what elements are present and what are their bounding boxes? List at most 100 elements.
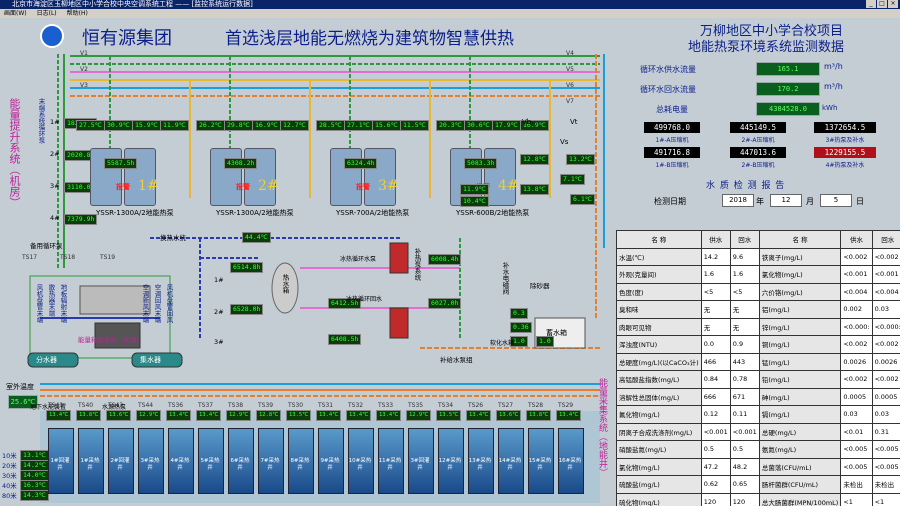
left-pump-2[interactable]: 2# <box>50 150 60 158</box>
param-value-cell: 120 <box>729 492 760 506</box>
unit-cond-sensor: 5083.3h <box>464 158 498 169</box>
compressor-icon <box>364 148 396 206</box>
well-temp: 13.4℃ <box>376 410 402 421</box>
well-icon[interactable] <box>468 428 494 494</box>
left-pump-3[interactable]: 3# <box>50 182 60 190</box>
well-ts-tag: TS44 <box>138 402 154 409</box>
vt-label: Vt <box>570 118 578 126</box>
menu-item-log[interactable]: 日志(L) <box>36 10 57 17</box>
well-icon[interactable] <box>288 428 314 494</box>
unit-temp-sensor: 11.5℃ <box>400 120 429 131</box>
well-icon[interactable] <box>78 428 104 494</box>
report-title: 水 质 检 测 报 告 <box>706 181 786 191</box>
close-icon[interactable]: × <box>888 0 898 8</box>
supply-flow-unit: m³/h <box>824 62 843 71</box>
menu-item-help[interactable]: 帮助(H) <box>66 10 88 17</box>
valve-v2: V2 <box>80 66 88 73</box>
well-icon[interactable] <box>138 428 164 494</box>
well-icon[interactable] <box>558 428 584 494</box>
well-icon[interactable] <box>168 428 194 494</box>
valve-v6: V6 <box>566 82 574 89</box>
minimize-icon[interactable]: _ <box>866 0 876 8</box>
left-pump-1[interactable]: 1# <box>50 118 60 126</box>
well-icon[interactable] <box>408 428 434 494</box>
well-temp: 12.9℃ <box>226 410 252 421</box>
depth-label: 10米 <box>2 452 17 460</box>
supply-pump-label: 补给水泵组 <box>440 356 473 364</box>
unit-temp-sensor: 15.6℃ <box>372 120 401 131</box>
unit-temp-sensor: 12.7℃ <box>280 120 309 131</box>
well-temp: 13.4℃ <box>556 410 582 421</box>
well-icon[interactable] <box>378 428 404 494</box>
left-pump-4[interactable]: 4# <box>50 214 60 222</box>
sand-label: 除砂器 <box>530 282 550 290</box>
param-value-cell: 0.84 <box>700 370 731 389</box>
well-icon[interactable] <box>438 428 464 494</box>
param-name-cell: 硫化物(mg/L) <box>616 492 702 506</box>
well-icon[interactable] <box>48 428 74 494</box>
return-flow-label: 循环水回水流量 <box>640 85 696 94</box>
well-label: 10#采热井 <box>348 458 372 471</box>
well-label: 3#采热井 <box>140 458 160 471</box>
col-return-1: 回水 <box>729 230 760 249</box>
unit-temp-sensor: 28.5℃ <box>316 120 345 131</box>
unit-temp-sensor: 16.9℃ <box>252 120 281 131</box>
well-icon[interactable] <box>258 428 284 494</box>
param-value-cell: <0.002 <box>871 370 900 389</box>
well-temp: 13.4℃ <box>166 410 192 421</box>
compressor-icon <box>210 148 242 206</box>
mid-sensor-h: 0.3 <box>510 308 528 319</box>
compressor-icon <box>330 148 362 206</box>
param-value-cell: 671 <box>729 387 760 406</box>
depth-label: 20米 <box>2 462 17 470</box>
well-icon[interactable] <box>108 428 134 494</box>
param-value-cell: 未检出 <box>871 475 900 494</box>
cold-label-2: 水源热泵 <box>102 404 127 411</box>
param-value-cell: 0.31 <box>871 422 900 441</box>
well-icon[interactable] <box>498 428 524 494</box>
menu-item-view[interactable]: 画面(W) <box>4 10 27 17</box>
param-value-cell: <0.001 <box>729 422 760 441</box>
well-icon[interactable] <box>198 428 224 494</box>
param-name-cell: 氨氮(mg/L) <box>758 440 842 459</box>
well-icon[interactable] <box>528 428 554 494</box>
vs-label: Vs <box>560 138 569 146</box>
left-vertical-b: 末端系统循环泵 <box>37 98 45 144</box>
unit-alarm: 报警 <box>116 183 130 191</box>
right-vertical-label: 能量采集系统（地能井） <box>597 378 607 477</box>
well-ts-tag: TS31 <box>318 402 334 409</box>
param-value-cell: 0.5 <box>729 440 760 459</box>
window-controls: _ □ × <box>866 0 898 8</box>
param-value-cell: 0.0026 <box>840 352 873 371</box>
col-name-2: 名 称 <box>758 230 842 249</box>
unit-alarm: 报警 <box>236 183 250 191</box>
project-title-1: 万柳地区中小学合校项目 <box>700 24 844 39</box>
ts18-label: TS18 <box>60 254 76 261</box>
well-icon[interactable] <box>348 428 374 494</box>
param-value-cell: <0.004 <box>840 282 873 301</box>
mid-sensor-k: 6.1℃ <box>570 194 596 205</box>
well-temp: 13.5℃ <box>436 410 462 421</box>
param-value-cell: <0.004 <box>871 282 900 301</box>
company-logo <box>40 24 64 48</box>
counter-2b-tag: 2#-B压缩机 <box>741 162 775 169</box>
unit-number: 1# <box>138 178 159 194</box>
param-value-cell: 无 <box>729 300 760 319</box>
mid-pump-3[interactable]: 3# <box>214 338 224 346</box>
param-name-cell: 水温(℃) <box>616 247 702 266</box>
well-icon[interactable] <box>228 428 254 494</box>
unit-temp-sensor: 15.9℃ <box>132 120 161 131</box>
maximize-icon[interactable]: □ <box>877 0 887 8</box>
well-label: 13#采热井 <box>468 458 492 471</box>
mid-pump-2[interactable]: 2# <box>214 308 224 316</box>
mid-sensor-a: 44.4℃ <box>242 232 271 243</box>
mid-pump-1[interactable]: 1# <box>214 276 224 284</box>
col-return-2: 回水 <box>871 230 900 249</box>
well-icon[interactable] <box>318 428 344 494</box>
